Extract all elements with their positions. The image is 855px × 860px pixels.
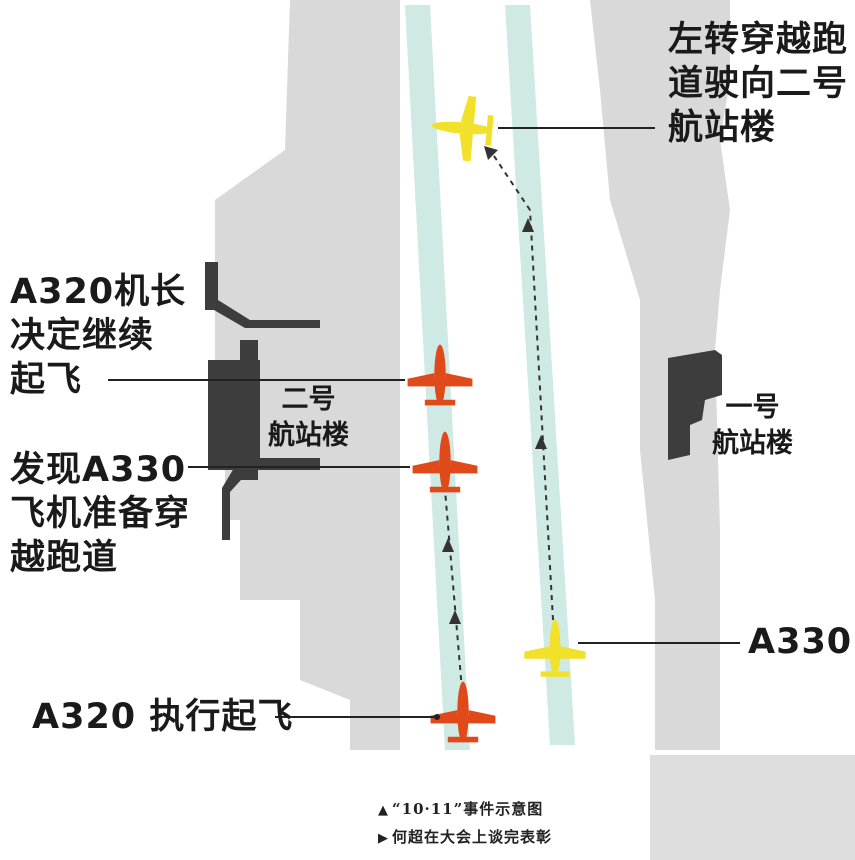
label-a320-decide: A320机长 决定继续 起飞 xyxy=(10,272,187,400)
airplane-icon xyxy=(430,681,496,743)
caption-text-2: 何超在大会上谈完表彰 xyxy=(392,828,553,846)
airplane-icon xyxy=(407,344,473,406)
airplane-icon xyxy=(428,93,496,163)
caption-line-2: ▶何超在大会上谈完表彰 xyxy=(378,826,552,847)
airplane-icon xyxy=(412,431,478,493)
a330-path xyxy=(489,149,554,621)
a320-path xyxy=(444,489,463,691)
airplane-icon xyxy=(524,619,586,677)
callout-lines xyxy=(108,127,740,718)
runway-right xyxy=(505,5,575,745)
label-a330: A330 xyxy=(748,622,853,662)
label-a330-found: 发现A330 飞机准备穿 越跑道 xyxy=(10,450,191,578)
label-turn-left: 左转穿越跑 道驶向二号 航站楼 xyxy=(668,20,849,148)
terminal2-apron xyxy=(215,0,400,750)
triangle-icon: ▲ xyxy=(378,803,389,818)
play-icon: ▶ xyxy=(378,831,389,846)
right-apron xyxy=(590,0,730,750)
bottom-apron xyxy=(650,755,855,860)
label-a320-takeoff: A320 执行起飞 xyxy=(32,697,294,737)
label-terminal2: 二号 航站楼 xyxy=(268,384,349,451)
caption-text-1: “10·11”事件示意图 xyxy=(392,800,544,818)
terminal1-building xyxy=(668,350,722,460)
arrow-up-icon xyxy=(442,146,547,624)
caption-line-1: ▲“10·11”事件示意图 xyxy=(378,798,543,819)
label-terminal1: 一号 航站楼 xyxy=(712,392,793,459)
